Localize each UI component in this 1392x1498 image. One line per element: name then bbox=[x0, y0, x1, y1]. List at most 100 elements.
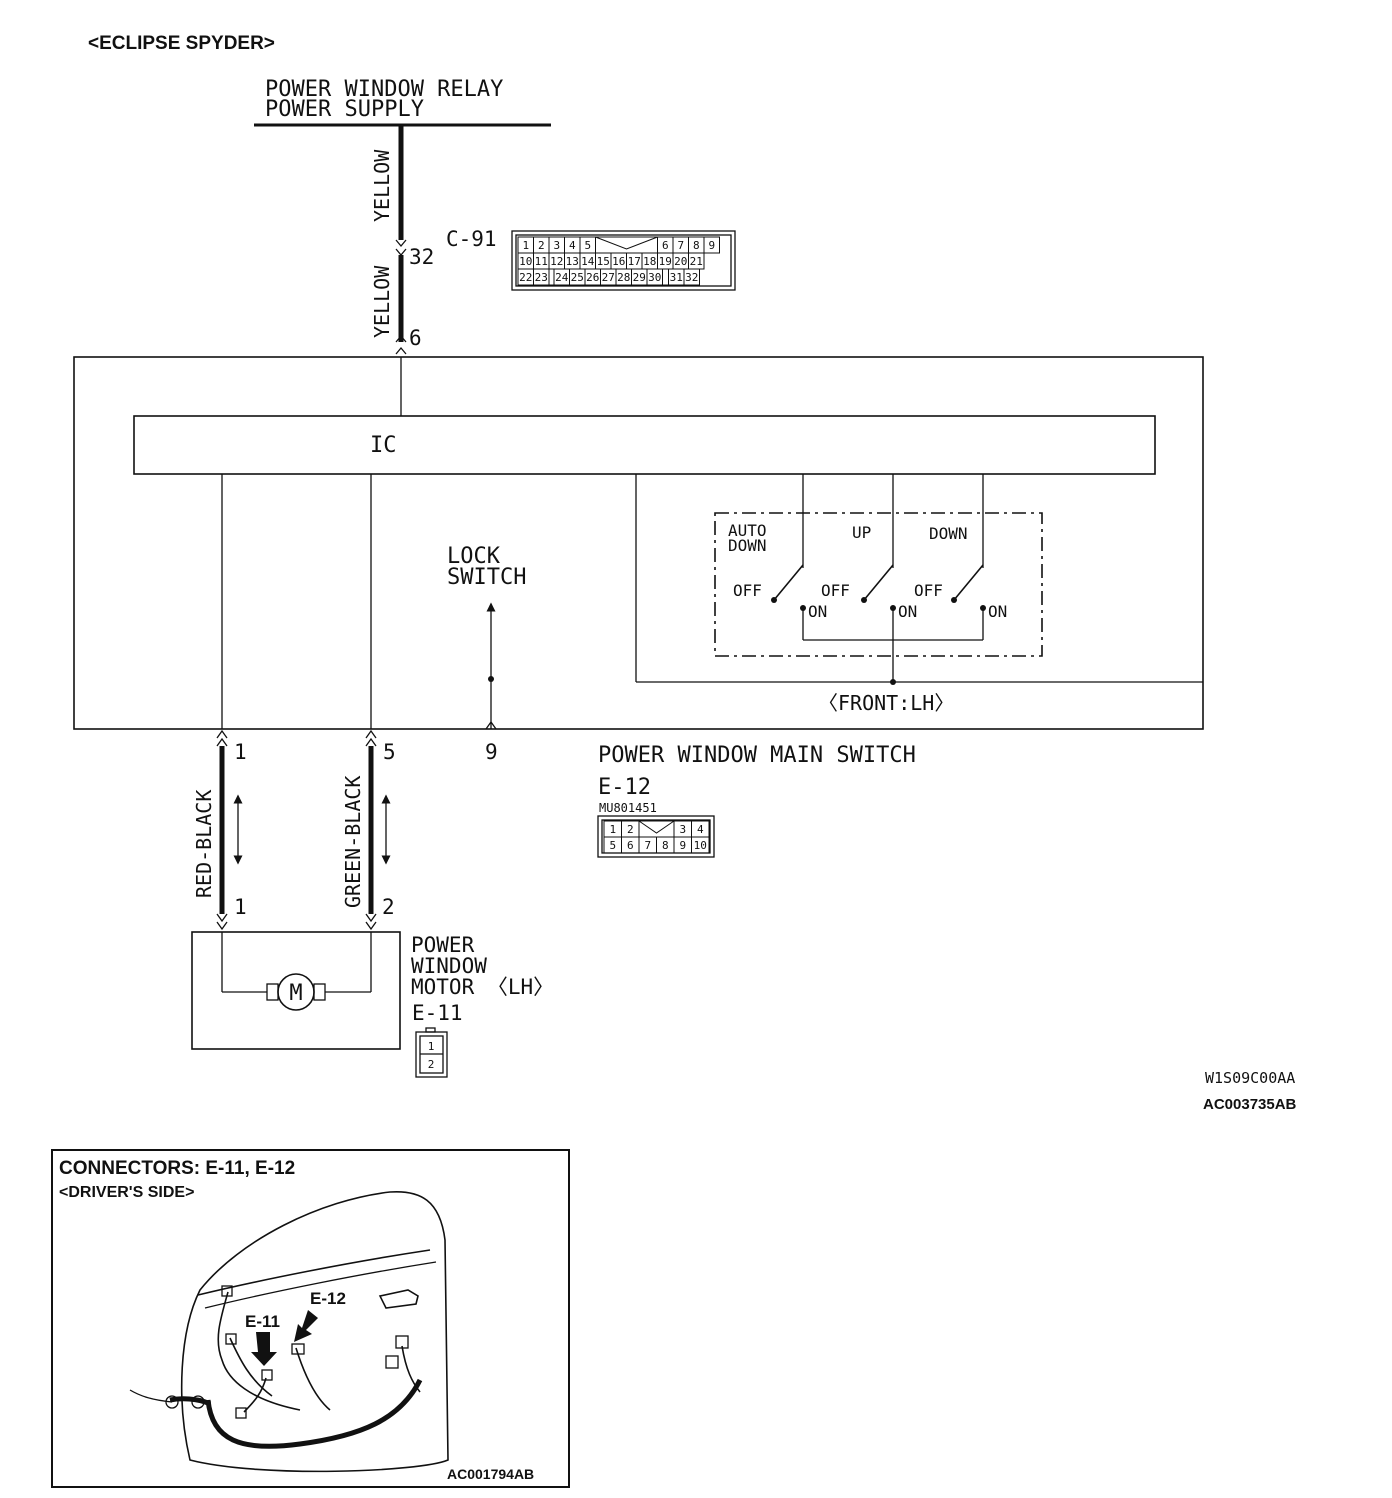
connector-pin-label: 4 bbox=[697, 823, 704, 836]
motor-label-line1: POWER bbox=[411, 933, 475, 957]
e11-connector-name: E-11 bbox=[412, 1001, 463, 1025]
connector-icon bbox=[225, 1333, 237, 1345]
ic-label: IC bbox=[370, 433, 397, 458]
connector-pin-cell bbox=[703, 236, 720, 254]
e12-connector-icon bbox=[291, 1343, 305, 1355]
wire-color-red-black: RED-BLACK bbox=[192, 790, 216, 898]
connector-pin-label: 9 bbox=[679, 839, 686, 852]
connector-pin-label: 22 bbox=[519, 271, 532, 284]
e12-pin-5: 5 bbox=[383, 740, 396, 764]
motor-symbol: M bbox=[289, 981, 302, 1006]
connector-arrow-icon bbox=[216, 913, 228, 923]
connector-icon bbox=[395, 1335, 409, 1349]
down-label: DOWN bbox=[929, 524, 968, 543]
connector-arrow-icon bbox=[395, 248, 407, 257]
yellow-wire: YELLOW YELLOW 32 6 C-91 bbox=[370, 125, 497, 355]
motor-icon bbox=[277, 973, 315, 1011]
connector-icon bbox=[221, 1285, 233, 1297]
connector-pin-label: 8 bbox=[662, 839, 669, 852]
main-switch-box: IC LOCK SWITCH 〈FRONT:LH〉 AUTO DOWN UP D… bbox=[73, 356, 1204, 730]
connector-pin-label: 3 bbox=[679, 823, 686, 836]
keyway-mark-icon bbox=[638, 820, 675, 834]
connector-pin-label: 32 bbox=[685, 271, 698, 284]
connector-pin-label: 29 bbox=[633, 271, 646, 284]
connector-pin-label: 2 bbox=[538, 239, 545, 252]
model-heading: <ECLIPSE SPYDER> bbox=[88, 33, 275, 54]
c91-pin-32: 32 bbox=[409, 245, 434, 269]
connector-pin-label: 9 bbox=[708, 239, 715, 252]
connector-arrow-icon bbox=[365, 729, 377, 739]
e12-part-number: MU801451 bbox=[599, 801, 657, 815]
e11-grid-pin: 1 bbox=[428, 1040, 435, 1053]
connector-arrow-icon bbox=[395, 334, 407, 343]
e12-connector-name: E-12 bbox=[598, 775, 651, 800]
connector-pin-label: 8 bbox=[693, 239, 700, 252]
inset-e11-label: E-11 bbox=[245, 1312, 280, 1331]
lock-switch-label-line2: SWITCH bbox=[447, 565, 526, 590]
connector-pin-label: 30 bbox=[648, 271, 661, 284]
motor-label-line2: WINDOW bbox=[411, 954, 487, 978]
auto-down-label-line2: DOWN bbox=[728, 536, 767, 555]
connector-icon bbox=[235, 1407, 247, 1419]
down-off-label: OFF bbox=[914, 581, 943, 600]
connector-arrow-icon bbox=[395, 346, 407, 355]
connector-pin-label: 11 bbox=[535, 255, 548, 268]
up-off-label: OFF bbox=[821, 581, 850, 600]
connector-pin-label: 17 bbox=[628, 255, 641, 268]
motor-label-line3: MOTOR 〈LH〉 bbox=[411, 975, 554, 999]
e11-pin-1: 1 bbox=[234, 895, 247, 919]
ic-block bbox=[133, 415, 1156, 475]
up-on-label: ON bbox=[898, 602, 917, 621]
inset-subtitle: <DRIVER'S SIDE> bbox=[59, 1184, 194, 1201]
connector-arrow-icon bbox=[365, 921, 377, 931]
e12-pin-9: 9 bbox=[485, 740, 498, 764]
connector-pin-cell bbox=[691, 836, 710, 854]
supply-label-line1: POWER WINDOW RELAY bbox=[265, 77, 503, 102]
auto-off-label: OFF bbox=[733, 581, 762, 600]
e11-connector-face: 1 2 bbox=[415, 1027, 448, 1078]
connector-arrow-icon bbox=[365, 737, 377, 747]
door-illustration: E-11 E-12 bbox=[129, 1190, 449, 1473]
connector-pin-label: 13 bbox=[566, 255, 579, 268]
window-switch-group bbox=[714, 512, 1043, 657]
connector-pin-label: 14 bbox=[581, 255, 595, 268]
connector-pin-label: 21 bbox=[690, 255, 703, 268]
connector-pin-label: 15 bbox=[597, 255, 610, 268]
drawing-code: W1S09C00AA bbox=[1205, 1069, 1295, 1087]
connector-pin-label: 1 bbox=[522, 239, 529, 252]
up-label: UP bbox=[852, 523, 871, 542]
connector-pin-label: 26 bbox=[586, 271, 599, 284]
connector-pin-label: 6 bbox=[627, 839, 634, 852]
keyway-mark-icon bbox=[595, 236, 658, 250]
connector-pin-cell bbox=[548, 268, 555, 286]
connector-pin-cell bbox=[638, 820, 675, 838]
connector-pin-cell bbox=[662, 268, 669, 286]
connector-pin-label: 4 bbox=[569, 239, 576, 252]
connector-pin-label: 20 bbox=[674, 255, 687, 268]
inset-code: AC001794AB bbox=[447, 1466, 534, 1482]
connector-pin-label: 31 bbox=[670, 271, 683, 284]
connector-pin-label: 5 bbox=[584, 239, 591, 252]
e11-connector-icon bbox=[261, 1369, 273, 1381]
c91-pin-6: 6 bbox=[409, 326, 422, 350]
connector-pin-label: 19 bbox=[659, 255, 672, 268]
wire-color-green-black: GREEN-BLACK bbox=[341, 776, 365, 908]
connector-pin-cell bbox=[683, 268, 700, 286]
e11-pointer-arrow-icon bbox=[251, 1332, 277, 1366]
connector-pin-label: 5 bbox=[609, 839, 616, 852]
connector-arrow-icon bbox=[216, 737, 228, 747]
e11-grid-pin: 2 bbox=[428, 1058, 435, 1071]
green-black-wire: GREEN-BLACK bbox=[341, 729, 391, 931]
inset-title: CONNECTORS: E-11, E-12 bbox=[59, 1158, 295, 1179]
connector-pin-label: 12 bbox=[550, 255, 563, 268]
connector-pin-label: 1 bbox=[609, 823, 616, 836]
motor-box: M bbox=[191, 931, 401, 1050]
connector-pin-label: 2 bbox=[627, 823, 634, 836]
connector-pin-label: 16 bbox=[612, 255, 625, 268]
wire-color-upper: YELLOW bbox=[370, 149, 394, 222]
